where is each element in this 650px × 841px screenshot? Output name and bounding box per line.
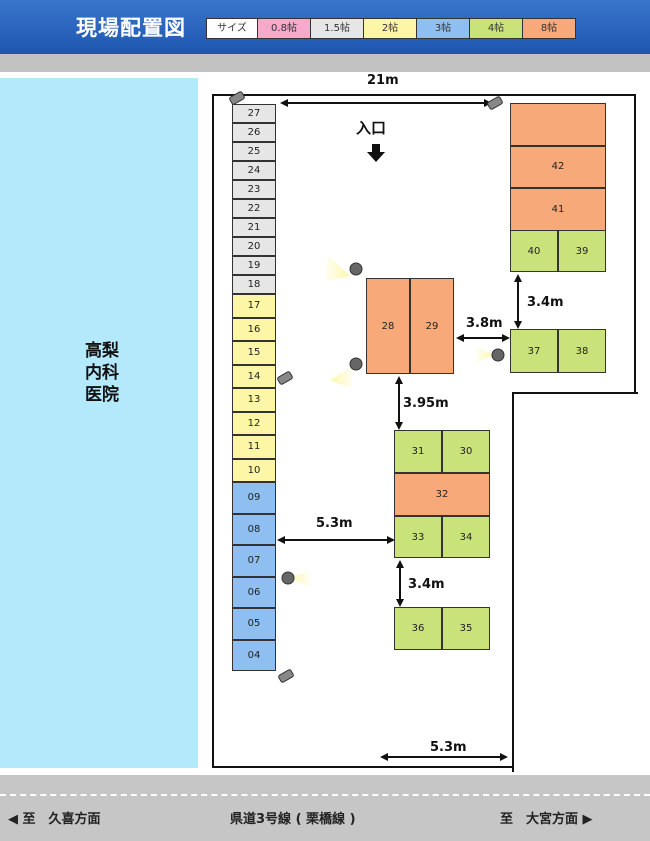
measurement-top-width: 21m	[367, 73, 399, 88]
road-direction-left: ◀ 至 久喜方面	[8, 808, 101, 827]
road-center-line	[0, 794, 650, 796]
storage-unit[interactable]: 14	[232, 364, 276, 388]
storage-unit[interactable]: 21	[232, 218, 276, 237]
legend-item: 1.5帖	[311, 19, 364, 38]
storage-unit[interactable]: 16	[232, 317, 276, 341]
storage-unit[interactable]: 20	[232, 237, 276, 256]
storage-unit[interactable]: 34	[442, 516, 490, 558]
storage-unit[interactable]: 23	[232, 180, 276, 199]
storage-unit[interactable]: 06	[232, 576, 276, 608]
storage-unit[interactable]: 37	[510, 329, 558, 373]
lot-notch	[512, 392, 638, 772]
measurement-33-36: 3.4m	[408, 577, 445, 592]
arrow-right-icon: ▶	[578, 812, 593, 827]
storage-unit[interactable]: 42	[510, 145, 606, 188]
storage-unit[interactable]: 07	[232, 545, 276, 577]
storage-unit[interactable]: 27	[232, 104, 276, 123]
storage-unit[interactable]: 36	[394, 607, 442, 650]
storage-unit[interactable]: 17	[232, 294, 276, 318]
light-icon	[322, 256, 363, 282]
camera-icon	[277, 371, 293, 385]
storage-unit[interactable]: 08	[232, 513, 276, 545]
legend-item: 3帖	[417, 19, 470, 38]
measurement-39-37: 3.4m	[527, 295, 564, 310]
storage-unit[interactable]: 28	[366, 278, 410, 374]
measurement-28-37: 3.8m	[466, 316, 503, 331]
measurement-bottom: 5.3m	[430, 740, 467, 755]
road-direction-right: 至 大宮方面 ▶	[500, 808, 593, 827]
storage-unit[interactable]: 10	[232, 458, 276, 482]
storage-unit[interactable]: 19	[232, 256, 276, 275]
legend-item: 8帖	[523, 19, 575, 38]
legend-item: 0.8帖	[258, 19, 311, 38]
hospital-area	[0, 78, 198, 768]
storage-unit[interactable]: 09	[232, 482, 276, 514]
page-title: 現場配置図	[76, 16, 186, 40]
storage-unit[interactable]: 25	[232, 142, 276, 161]
storage-unit[interactable]: 18	[232, 275, 276, 294]
storage-unit[interactable]: 11	[232, 435, 276, 459]
camera-icon	[278, 669, 294, 683]
storage-unit[interactable]: 12	[232, 411, 276, 435]
storage-unit[interactable]: 15	[232, 341, 276, 365]
storage-unit[interactable]	[510, 103, 606, 146]
storage-unit[interactable]: 32	[394, 473, 490, 516]
storage-unit[interactable]: 22	[232, 199, 276, 218]
storage-unit[interactable]: 35	[442, 607, 490, 650]
legend-item: 4帖	[470, 19, 523, 38]
storage-unit[interactable]: 38	[558, 329, 606, 373]
entrance-label: 入口	[356, 119, 387, 137]
divider-bar	[0, 54, 650, 72]
camera-icon	[229, 91, 245, 105]
storage-unit[interactable]: 30	[442, 430, 490, 473]
legend-item: サイズ	[207, 19, 258, 38]
road-direction-right-label: 至 大宮方面	[500, 812, 579, 827]
storage-unit[interactable]: 40	[510, 230, 558, 272]
storage-unit[interactable]: 13	[232, 388, 276, 412]
entrance-arrow-icon	[367, 144, 385, 162]
measurement-left-33: 5.3m	[316, 516, 353, 531]
legend-item: 2帖	[364, 19, 417, 38]
road	[0, 775, 650, 841]
storage-unit[interactable]: 39	[558, 230, 606, 272]
arrow-left-icon: ◀	[8, 812, 23, 827]
light-icon	[330, 357, 363, 388]
storage-unit[interactable]: 04	[232, 639, 276, 671]
road-direction-left-label: 至 久喜方面	[22, 812, 101, 827]
storage-unit[interactable]: 26	[232, 123, 276, 142]
storage-unit[interactable]: 31	[394, 430, 442, 473]
storage-unit[interactable]: 24	[232, 161, 276, 180]
light-icon	[474, 346, 505, 364]
measurement-28-31: 3.95m	[403, 396, 449, 411]
camera-icon	[487, 96, 503, 110]
road-name: 県道3号線 ( 栗橋線 )	[230, 812, 356, 827]
light-icon	[281, 570, 312, 588]
storage-unit[interactable]: 29	[410, 278, 454, 374]
storage-unit[interactable]: 05	[232, 608, 276, 640]
hospital-name: 高梨内科医院	[85, 341, 119, 405]
